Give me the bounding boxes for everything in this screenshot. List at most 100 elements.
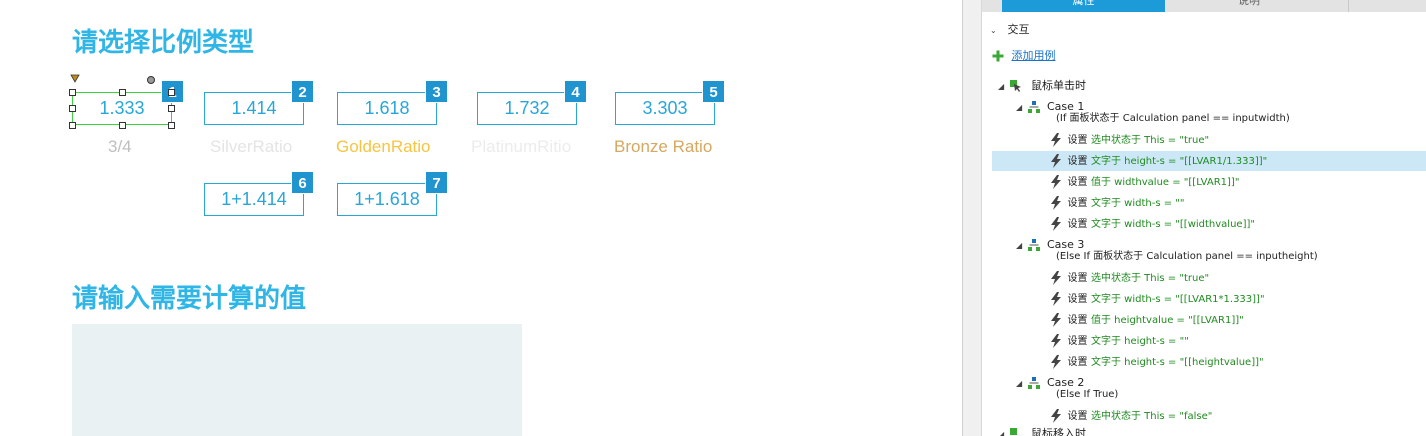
ratio-label-1: 3/4 <box>108 137 132 156</box>
add-case-label: 添加用例 <box>1011 49 1056 62</box>
action-row[interactable]: 设置 值于 widthvalue = "[[LVAR1]]" <box>1050 172 1239 192</box>
cursor-click-icon <box>1009 80 1021 92</box>
action-target: 文字于 width-s = "[[LVAR1*1.333]]" <box>1091 294 1265 305</box>
panel-tabs: 属性 说明 <box>982 0 1426 12</box>
event-label: 鼠标移入时 <box>1031 427 1086 436</box>
action-verb: 设置 <box>1067 315 1088 326</box>
action-row[interactable]: 设置 文字于 height-s = "" <box>1050 331 1189 351</box>
case-1[interactable]: ◢ Case 1 <box>1016 97 1084 117</box>
cursor-hover-icon <box>1009 428 1017 435</box>
lightning-icon <box>1051 217 1061 231</box>
tab-notes[interactable]: 说明 <box>1166 0 1332 12</box>
event-onclick[interactable]: ◢ 鼠标单击时 <box>998 76 1086 96</box>
action-target: 选中状态于 This = "false" <box>1091 411 1213 422</box>
action-verb: 设置 <box>1067 219 1088 230</box>
action-verb: 设置 <box>1067 357 1088 368</box>
resize-handle[interactable] <box>69 122 76 129</box>
case-condition: (Else If 面板状态于 Calculation panel == inpu… <box>1056 251 1318 262</box>
action-target: 值于 heightvalue = "[[LVAR1]]" <box>1091 315 1244 326</box>
ratio-button-7[interactable]: 1+1.618 <box>337 183 437 216</box>
action-row[interactable]: 设置 文字于 width-s = "[[LVAR1*1.333]]" <box>1050 289 1265 309</box>
plus-icon <box>992 50 1004 62</box>
action-row[interactable]: 设置 文字于 height-s = "[[heightvalue]]" <box>1050 352 1264 372</box>
action-verb: 设置 <box>1067 273 1088 284</box>
action-target: 文字于 width-s = "[[widthvalue]]" <box>1091 219 1255 230</box>
panel-splitter[interactable] <box>962 0 982 436</box>
ratio-badge-2: 2 <box>291 80 314 103</box>
resize-handle[interactable] <box>119 89 126 96</box>
resize-handle[interactable] <box>69 89 76 96</box>
action-row[interactable]: 设置 值于 heightvalue = "[[LVAR1]]" <box>1050 310 1244 330</box>
interaction-panel: 属性 说明 ⌄ 交互 添加用例 ◢ 鼠标单击时 ◢ Case 1 (If 面板状… <box>982 0 1426 436</box>
section-label: 交互 <box>1007 23 1030 36</box>
section-interaction[interactable]: ⌄ 交互 <box>990 20 1030 40</box>
resize-handle[interactable] <box>119 122 126 129</box>
action-verb: 设置 <box>1067 198 1088 209</box>
event-label: 鼠标单击时 <box>1031 79 1086 92</box>
action-verb: 设置 <box>1067 336 1088 347</box>
lightning-icon <box>1051 271 1061 285</box>
case-icon <box>1027 101 1040 113</box>
resize-handle[interactable] <box>168 89 175 96</box>
lightning-icon <box>1051 334 1061 348</box>
collapse-triangle-icon[interactable]: ◢ <box>1016 379 1023 388</box>
case-condition: (If 面板状态于 Calculation panel == inputwidt… <box>1056 113 1290 124</box>
case-icon <box>1027 239 1040 251</box>
chevron-down-icon[interactable]: ⌄ <box>990 26 997 35</box>
resize-handle[interactable] <box>168 105 175 112</box>
case-3[interactable]: ◢ Case 3 <box>1016 235 1084 255</box>
resize-handle[interactable] <box>69 105 76 112</box>
action-target: 文字于 width-s = "" <box>1091 198 1185 209</box>
input-panel[interactable] <box>72 324 522 436</box>
lightning-icon <box>1051 355 1061 369</box>
action-row[interactable]: 设置 文字于 width-s = "" <box>1050 193 1185 213</box>
add-case-link[interactable]: 添加用例 <box>992 46 1056 66</box>
design-canvas[interactable]: 请选择比例类型 1.333 1 3/4 1.414 2 SilverRatio … <box>0 0 962 436</box>
event-onmouseenter[interactable]: ◢ 鼠标移入时 <box>998 424 1086 436</box>
ratio-label-4: PlatinumRitio <box>471 137 572 156</box>
case-2[interactable]: ◢ Case 2 <box>1016 373 1084 393</box>
ratio-button-5[interactable]: 3.303 <box>615 92 715 125</box>
action-row[interactable]: 设置 选中状态于 This = "true" <box>1050 268 1209 288</box>
action-row-selected[interactable]: 设置 文字于 height-s = "[[LVAR1/1.333]]" <box>992 151 1426 171</box>
action-row[interactable]: 设置 文字于 width-s = "[[widthvalue]]" <box>1050 214 1255 234</box>
action-row[interactable]: 设置 选中状态于 This = "true" <box>1050 130 1209 150</box>
ratio-button-6[interactable]: 1+1.414 <box>204 183 304 216</box>
collapse-triangle-icon[interactable]: ◢ <box>1016 103 1023 112</box>
input-value-title: 请输入需要计算的值 <box>72 284 307 314</box>
ratio-badge-4: 4 <box>564 80 587 103</box>
action-row[interactable]: 设置 选中状态于 This = "false" <box>1050 406 1212 426</box>
lightning-icon <box>1051 292 1061 306</box>
ratio-button-4[interactable]: 1.732 <box>477 92 577 125</box>
anchor-triangle-icon[interactable] <box>70 74 80 84</box>
ratio-badge-5: 5 <box>702 80 725 103</box>
ratio-button-3[interactable]: 1.618 <box>337 92 437 125</box>
ratio-label-2: SilverRatio <box>210 137 293 156</box>
tab-properties[interactable]: 属性 <box>1002 0 1165 12</box>
ratio-value: 1.333 <box>99 98 145 118</box>
case-title: Case 3 <box>1047 238 1085 251</box>
action-target: 文字于 height-s = "[[LVAR1/1.333]]" <box>1091 156 1268 167</box>
action-verb: 设置 <box>1067 411 1088 422</box>
ratio-value: 1.732 <box>504 98 550 118</box>
collapse-triangle-icon[interactable]: ◢ <box>998 82 1005 91</box>
resize-handle[interactable] <box>168 122 175 129</box>
ratio-badge-6: 6 <box>291 171 314 194</box>
collapse-triangle-icon[interactable]: ◢ <box>998 430 1005 436</box>
collapse-triangle-icon[interactable]: ◢ <box>1016 241 1023 250</box>
rotate-handle-icon[interactable] <box>146 75 156 85</box>
ratio-button-1[interactable]: 1.333 <box>72 92 172 125</box>
ratio-label-3: GoldenRatio <box>336 137 431 156</box>
ratio-button-2[interactable]: 1.414 <box>204 92 304 125</box>
action-target: 值于 widthvalue = "[[LVAR1]]" <box>1091 177 1240 188</box>
ratio-value: 1+1.414 <box>221 189 287 209</box>
ratio-value: 1+1.618 <box>354 189 420 209</box>
action-target: 文字于 height-s = "" <box>1091 336 1189 347</box>
ratio-value: 1.414 <box>231 98 277 118</box>
case-condition: (Else If True) <box>1056 389 1119 400</box>
select-ratio-title: 请选择比例类型 <box>72 28 255 58</box>
lightning-icon <box>1051 196 1061 210</box>
lightning-icon <box>1051 313 1061 327</box>
action-target: 选中状态于 This = "true" <box>1091 273 1210 284</box>
ratio-badge-3: 3 <box>425 80 448 103</box>
